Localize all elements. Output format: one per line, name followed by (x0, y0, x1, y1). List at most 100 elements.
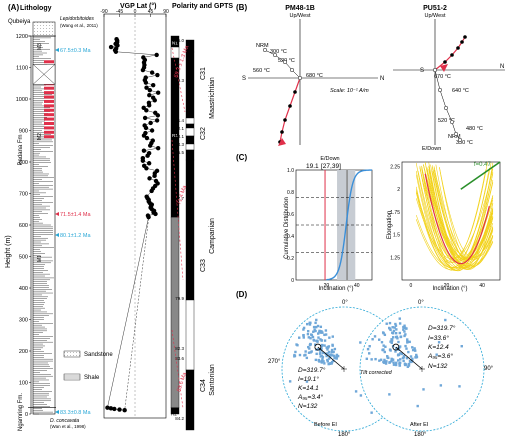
stereonet-point (405, 347, 408, 350)
red-bed (44, 108, 54, 112)
elong-ytick: 1.25 (390, 255, 400, 261)
elong-xtick: 40 (479, 283, 485, 289)
pu51-point-open (453, 131, 459, 137)
stereonet-point (308, 323, 312, 326)
stereonet-point (411, 346, 414, 349)
stereonet-point (387, 356, 390, 360)
stereonet-point (439, 384, 443, 387)
gpts-age: 72.1 (175, 126, 184, 131)
pu51-point (456, 46, 460, 50)
pu51-point (443, 60, 447, 64)
height-tick-label: 400 (19, 286, 28, 292)
age-80: 80.1±1.2 Ma (60, 233, 91, 239)
vgp-point (149, 188, 154, 194)
age-67: 67.5±0.3 Ma (60, 48, 91, 54)
stereonet-point (288, 380, 292, 383)
vgp-point (152, 98, 157, 103)
red-bed (44, 130, 54, 134)
panel-b: (B) PM48-1B Up/West S N NRM 300 °C 520 °… (236, 3, 505, 152)
stereonet-point (398, 331, 402, 335)
vgp-point (147, 103, 152, 108)
polarity-zone (170, 216, 180, 408)
gpts-age: 73.1 (175, 134, 184, 139)
stereonet-point (330, 348, 334, 352)
stereonet-point (324, 333, 328, 336)
stereonet-point (384, 362, 388, 365)
stereonet-point (403, 324, 406, 327)
stereonet-point (311, 335, 315, 339)
stereonet-point (312, 339, 316, 342)
stereonet-point (307, 336, 311, 339)
stereonet-point (315, 325, 318, 329)
cross-line (32, 64, 56, 85)
stereonet-point (382, 360, 385, 364)
chron-c32: C32 (200, 127, 207, 140)
stage-santonian: Santonian (209, 364, 216, 396)
stereonet-point (389, 349, 392, 352)
stereonet-point (320, 331, 323, 334)
red-bed (44, 99, 54, 103)
stereonet-point (310, 350, 313, 353)
stereonet-point (388, 326, 391, 330)
elong-bootstrap-curve (415, 162, 492, 269)
stereonet-point (319, 338, 322, 341)
vgp-point (155, 145, 161, 151)
pu51-t640: 640 °C (452, 88, 469, 94)
stereonet-point (312, 325, 316, 329)
stereonet-point (323, 339, 327, 342)
vgp-point (153, 211, 158, 217)
stereonet-point (388, 393, 391, 396)
elong-bootstrap-curve (423, 164, 494, 260)
stereonet-point (293, 354, 297, 358)
stereonet-point (395, 361, 398, 365)
stereonet-point (402, 354, 406, 358)
stereonet-point (308, 347, 311, 350)
formation-padana: Padana Fm (18, 134, 24, 165)
red-dash-3 (171, 329, 184, 409)
stereonet-point (374, 357, 377, 361)
gpts-zone (185, 135, 195, 145)
elong-ytick: 2 (397, 187, 400, 193)
pu51-point-open (457, 137, 463, 143)
stereonet-point (402, 328, 405, 331)
stereonet-point (304, 353, 307, 357)
vgp-point (155, 72, 160, 78)
stereonet-point (326, 360, 329, 363)
polarity-mark: R1 (172, 133, 178, 138)
elong-bootstrap-curve (428, 162, 494, 270)
stereonet-point (386, 355, 389, 358)
stereonet-point (326, 348, 329, 351)
cdf-ytick: 0 (291, 278, 294, 284)
polarity-mark: R2 (171, 412, 177, 417)
pm48-s: S (242, 76, 246, 82)
stereonet-point (406, 338, 409, 341)
stereonet-point (328, 336, 331, 339)
stereonet-point (391, 336, 395, 339)
gpts-zone (185, 117, 195, 125)
stereonet-point (390, 339, 394, 342)
vgp-point (146, 214, 151, 220)
cdf-ytick: 1.0 (287, 168, 294, 174)
stereonet-point (416, 404, 419, 408)
stereonet-point (393, 326, 396, 329)
stereonet-point (389, 340, 392, 343)
height-tick-label: 100 (19, 381, 28, 387)
stereonet-point (383, 358, 386, 362)
red-bed (44, 113, 54, 117)
stereonet-point (379, 358, 383, 361)
d-before-D: D=319.7° (298, 366, 326, 374)
gpts-age: 82.3 (175, 346, 184, 351)
red-bed (44, 117, 54, 121)
shale-label: Shale (84, 375, 100, 381)
gpts-zone (185, 159, 195, 301)
pm48-point-open (262, 47, 268, 53)
vgp-point (143, 125, 149, 131)
stereonet-point (309, 337, 312, 340)
stereonet-point (396, 337, 399, 340)
stereonet-point (332, 350, 335, 354)
elong-xtick: 0 (410, 283, 413, 289)
d-before-K: K=14.1 (298, 385, 319, 392)
vgp-point (146, 161, 152, 166)
gpts-column: 66.069.371.472.173.174.375.577.779.982.3… (175, 38, 195, 431)
